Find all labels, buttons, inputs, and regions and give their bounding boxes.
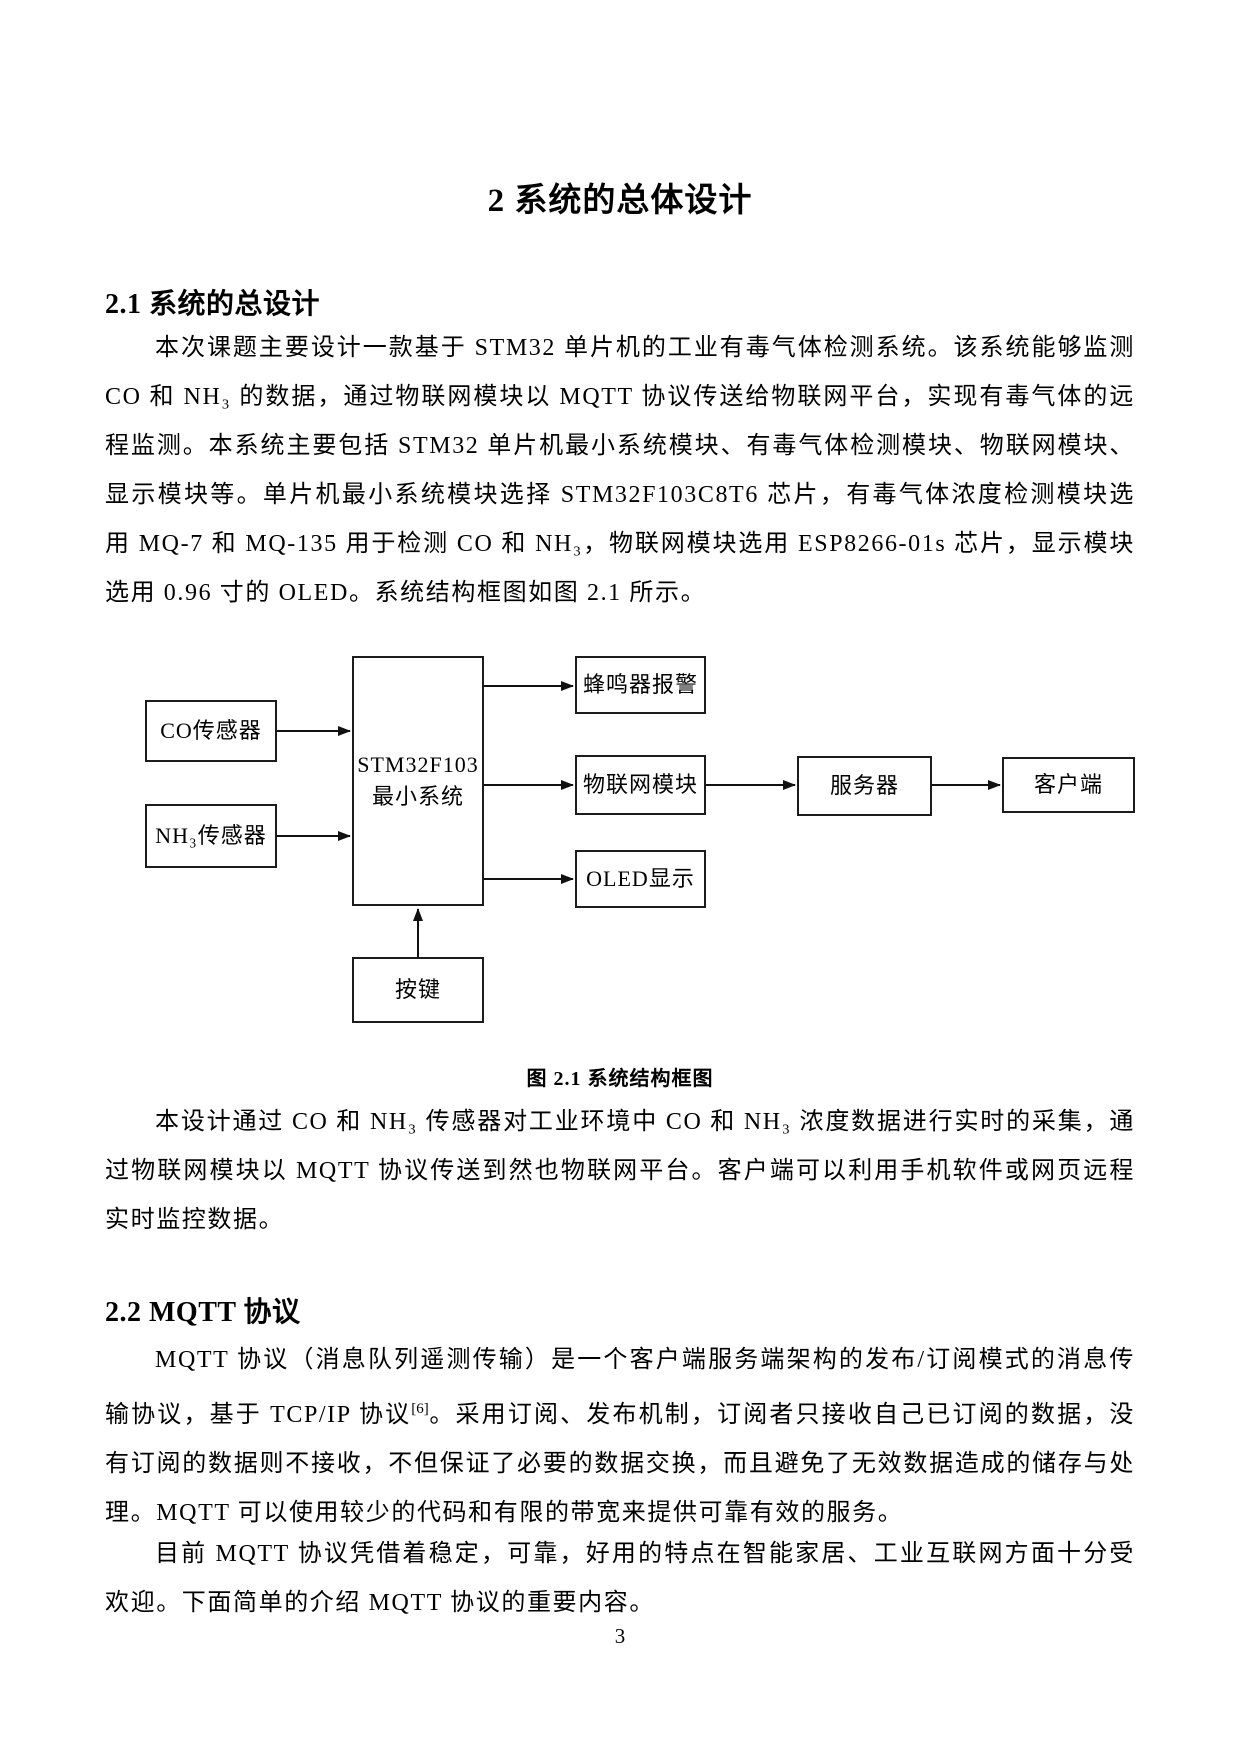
figure-box-key-button: 按键 bbox=[352, 957, 484, 1023]
figure-box-iot-module: 物联网模块 bbox=[575, 755, 706, 815]
figure-box-label: 蜂鸣器报警 bbox=[582, 672, 698, 697]
figure-2-1-block-diagram: CO传感器 NH₃传感器 STM32F103 最小系统 蜂鸣器报警 物联网模块 … bbox=[0, 640, 1240, 1040]
paragraph-mqtt-intro: MQTT 协议（消息队列遥测传输）是一个客户端服务端架构的发布/订阅模式的消息传… bbox=[105, 1336, 1135, 1538]
figure-box-co-sensor: CO传感器 bbox=[145, 700, 277, 762]
figure-box-nh3-sensor: NH₃传感器 bbox=[145, 804, 277, 868]
figure-box-label: 服务器 bbox=[829, 773, 899, 798]
paragraph-system-design: 本次课题主要设计一款基于 STM32 单片机的工业有毒气体检测系统。该系统能够监… bbox=[105, 335, 1135, 606]
figure-box-mcu: STM32F103 最小系统 bbox=[352, 656, 484, 906]
figure-box-label-line2: 最小系统 bbox=[371, 784, 464, 809]
paragraph-data-collection: 本设计通过 CO 和 NH₃ 传感器对工业环境中 CO 和 NH₃ 浓度数据进行… bbox=[105, 1109, 1135, 1233]
section-heading-2-1: 2.1 系统的总设计 bbox=[105, 289, 321, 321]
figure-box-label: 物联网模块 bbox=[582, 772, 698, 797]
figure-caption: 图 2.1 系统结构框图 bbox=[526, 1068, 714, 1090]
figure-box-label-line1: STM32F103 bbox=[357, 752, 479, 777]
figure-box-label: CO传感器 bbox=[160, 718, 262, 743]
figure-box-oled-display: OLED显示 bbox=[575, 850, 706, 908]
paragraph-mqtt-intro-rest: 。采用订阅、发布机制，订阅者只接收自己已订阅的数据，没有订阅的数据则不接收，不但… bbox=[105, 1402, 1135, 1526]
figure-box-label: 客户端 bbox=[1033, 772, 1103, 797]
figure-box-label: 按键 bbox=[394, 977, 441, 1002]
paragraph-mqtt-intro-text: MQTT 协议（消息队列遥测传输）是一个客户端服务端架构的发布/订阅模式的消息传… bbox=[105, 1347, 1135, 1428]
section-heading-2-2: 2.2 MQTT 协议 bbox=[105, 1297, 301, 1329]
paragraph-mqtt-popularity: 目前 MQTT 协议凭借着稳定，可靠，好用的特点在智能家居、工业互联网方面十分受… bbox=[105, 1541, 1135, 1616]
figure-arrows bbox=[277, 681, 1001, 957]
figure-box-server: 服务器 bbox=[797, 756, 932, 816]
figure-box-label: OLED显示 bbox=[586, 866, 695, 891]
page-number: 3 bbox=[614, 1624, 626, 1648]
figure-box-client: 客户端 bbox=[1002, 757, 1135, 813]
chapter-title: 2 系统的总体设计 bbox=[487, 183, 753, 220]
figure-box-label: NH₃传感器 bbox=[155, 823, 267, 848]
citation-ref-6: [6] bbox=[411, 1401, 429, 1417]
figure-box-buzzer-alarm: 蜂鸣器报警 bbox=[575, 656, 706, 714]
